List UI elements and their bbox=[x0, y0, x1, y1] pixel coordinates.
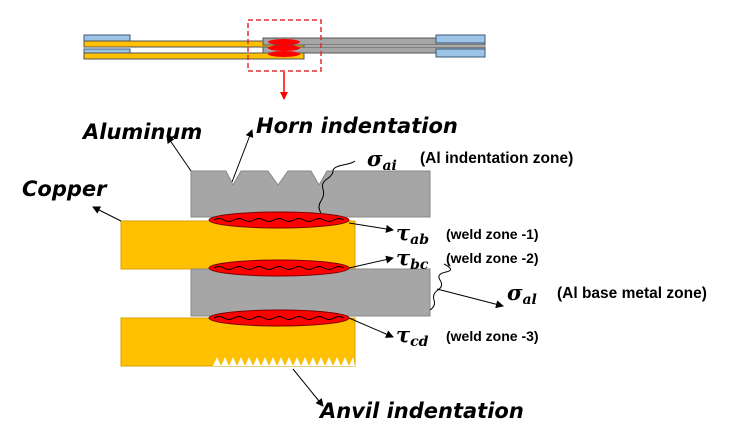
anvil-indentation-teeth bbox=[213, 357, 355, 366]
fixture-right-bottom bbox=[435, 48, 486, 58]
arrow-icon-aluminum bbox=[166, 135, 192, 172]
arrow-icon-anvil bbox=[292, 368, 324, 407]
arrow-icon-copper bbox=[92, 206, 122, 222]
stress-tau-bc: τbc bbox=[396, 245, 429, 273]
overview-joint bbox=[83, 19, 486, 100]
stress-tau-cd: τcd bbox=[396, 322, 429, 350]
label-aluminum: Aluminum bbox=[81, 120, 202, 144]
weld-zone-1 bbox=[208, 211, 350, 229]
aluminum-middle-sheet bbox=[190, 268, 431, 317]
fracture-line-weld-3 bbox=[213, 316, 345, 320]
copper-sheet-2 bbox=[120, 317, 356, 367]
stress-sigma-ai: σai bbox=[367, 146, 397, 174]
pointer-arrows bbox=[92, 129, 504, 407]
arrow-icon-tau-ab bbox=[348, 222, 394, 233]
weld-zone-2 bbox=[208, 259, 350, 277]
overview-weld-2 bbox=[268, 45, 300, 51]
fracture-line-al-indentation bbox=[318, 160, 356, 214]
stress-sigma-ai-desc: (Al indentation zone) bbox=[420, 150, 573, 167]
zoom-callout-box bbox=[247, 19, 322, 72]
arrow-icon-tau-cd bbox=[348, 317, 394, 338]
stress-tau-cd-desc: (weld zone -3) bbox=[446, 328, 539, 344]
aluminum-top-sheet bbox=[190, 170, 431, 218]
fracture-line-weld-2 bbox=[213, 266, 345, 270]
label-anvil-indentation: Anvil indentation bbox=[318, 399, 524, 423]
overview-copper-bottom bbox=[83, 52, 305, 60]
fixture-right-top bbox=[435, 34, 486, 44]
stress-tau-bc-desc: (weld zone -2) bbox=[446, 250, 539, 266]
overview-weld-1 bbox=[268, 39, 300, 45]
fracture-line-al-base bbox=[429, 263, 451, 311]
stress-tau-ab: τab bbox=[396, 220, 429, 248]
arrow-icon-sigma-al bbox=[436, 288, 504, 309]
stress-sigma-al-desc: (Al base metal zone) bbox=[557, 285, 707, 302]
label-horn-indentation: Horn indentation bbox=[256, 114, 458, 138]
cross-section bbox=[120, 160, 451, 367]
arrow-icon-horn bbox=[231, 129, 254, 183]
label-copper: Copper bbox=[22, 177, 108, 201]
weld-zone-3 bbox=[208, 309, 350, 327]
fracture-line-weld-1 bbox=[213, 218, 345, 222]
overview-weld-3 bbox=[268, 51, 300, 57]
arrow-icon-tau-bc bbox=[348, 255, 394, 269]
stress-tau-ab-desc: (weld zone -1) bbox=[446, 226, 539, 242]
stress-sigma-al: σal bbox=[507, 280, 537, 308]
